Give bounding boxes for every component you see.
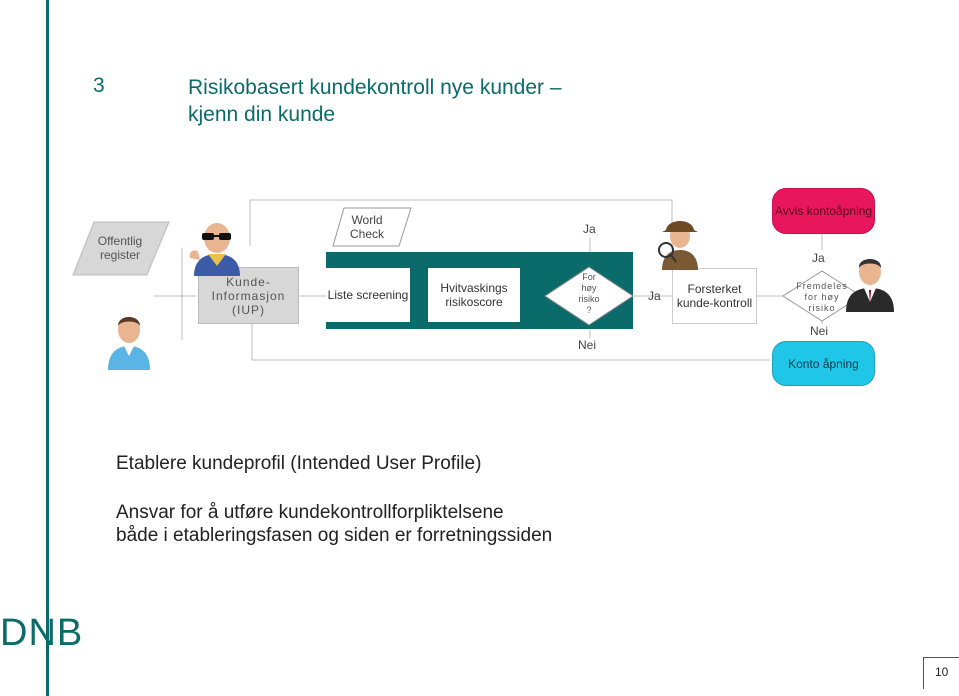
sunglasses-man-icon	[189, 223, 240, 276]
body-line-3: både i etableringsfasen og siden er forr…	[116, 525, 553, 546]
fremdeles-decision-label: Fremdeles for høy risiko	[796, 281, 848, 313]
ja-upper-right-label: Ja	[812, 251, 825, 265]
body-line-2: Ansvar for å utføre kundekontrollforplik…	[116, 502, 504, 523]
world-check-shape	[332, 207, 412, 247]
ja-right-label: Ja	[648, 289, 661, 303]
fremdeles-decision-diamond	[782, 270, 862, 322]
body-line-1: Etablere kundeprofil (Intended User Prof…	[116, 453, 482, 474]
avvis-kontoapning-pill: Avvis kontoåpning	[772, 188, 875, 234]
person-icon	[108, 317, 150, 370]
page-number: 10	[935, 665, 949, 679]
nei-right-label: Nei	[810, 324, 829, 338]
title-line-2: kjenn din kunde	[188, 103, 336, 126]
forsterket-kundekontroll-box: Forsterket kunde-kontroll	[672, 268, 757, 324]
detective-icon	[658, 221, 698, 270]
risk-decision-diamond	[544, 266, 634, 326]
hvitvaskings-risikoscore-box: Hvitvaskings risikoscore	[428, 268, 520, 322]
nei-bottom-label: Nei	[578, 338, 597, 352]
world-check-label: World Check	[349, 213, 384, 241]
liste-screening-box: Liste screening	[326, 268, 410, 322]
page-number-frame	[923, 657, 959, 689]
manager-icon	[846, 259, 894, 312]
risk-decision-label: For høy risiko ?	[578, 272, 600, 315]
page-title: Risikobasert kundekontroll nye kunder – …	[188, 74, 562, 128]
section-number: 3	[93, 74, 105, 97]
bottom-return-line	[251, 322, 770, 361]
ja-top-label: Ja	[583, 222, 596, 236]
offentlig-register-shape	[72, 221, 170, 276]
konto-apning-pill: Konto åpning	[772, 341, 875, 386]
top-loop-line	[249, 199, 673, 250]
title-line-1: Risikobasert kundekontroll nye kunder –	[188, 76, 562, 99]
offentlig-register-label: Offentlig register	[97, 234, 143, 262]
kunde-informasjon-box: Kunde-Informasjon (IUP)	[198, 267, 299, 324]
vertical-accent-line	[46, 0, 49, 696]
dnb-logo: DNB	[0, 612, 84, 654]
